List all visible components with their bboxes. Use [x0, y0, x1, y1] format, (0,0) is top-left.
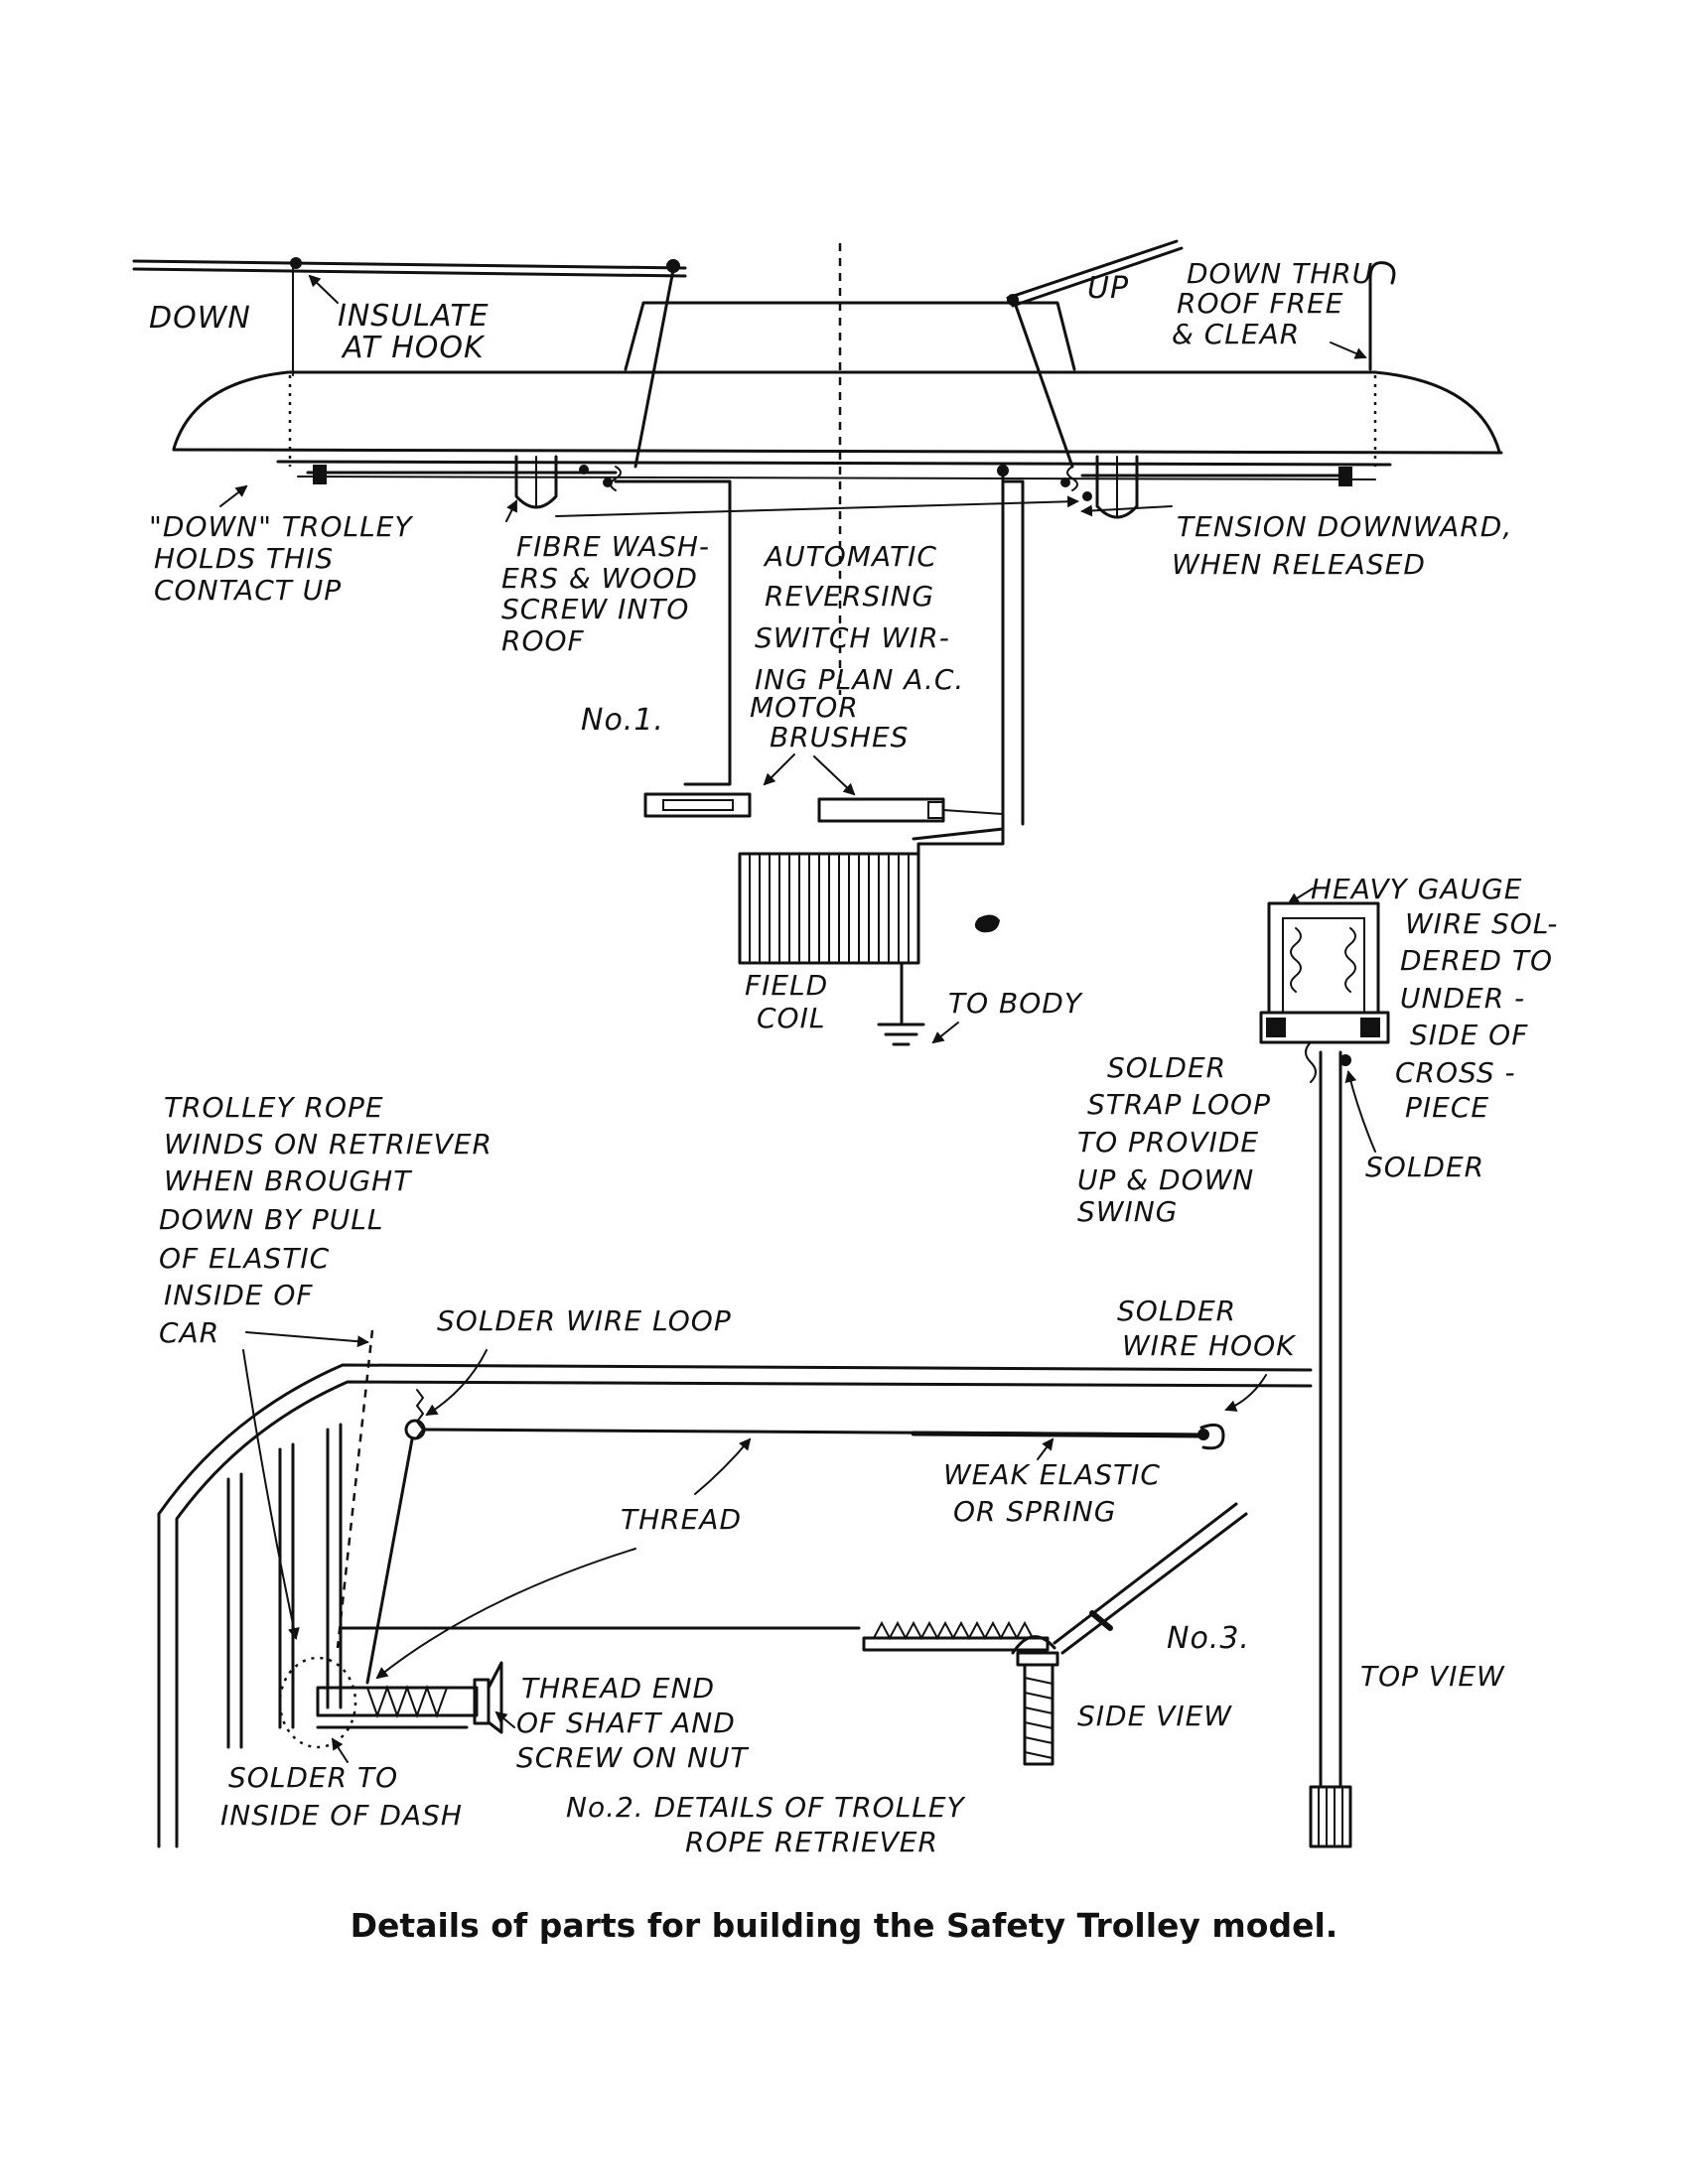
label-field-coil-1: FIELD	[745, 969, 828, 1002]
label-automatic-3: SWITCH WIR-	[755, 621, 950, 654]
figure-3-trolley-pole: HEAVY GAUGE WIRE SOL- DERED TO UNDER - S…	[862, 873, 1558, 1848]
label-down-thru-2: ROOF FREE	[1177, 287, 1343, 320]
label-fibre-1: FIBRE WASH-	[516, 530, 710, 563]
label-thread-end-2: OF SHAFT AND	[516, 1706, 736, 1739]
label-top-view: TOP VIEW	[1360, 1660, 1505, 1693]
label-trolley-rope-7: CAR	[159, 1316, 219, 1349]
label-solder-strap-3: TO PROVIDE	[1077, 1126, 1259, 1159]
label-heavy-gauge-5: SIDE OF	[1410, 1019, 1528, 1051]
label-weak-elastic-2: OR SPRING	[953, 1495, 1116, 1528]
label-fibre-4: ROOF	[501, 624, 585, 657]
label-side-view: SIDE VIEW	[1077, 1700, 1232, 1732]
label-down-trolley-1: "DOWN" TROLLEY	[149, 510, 413, 543]
label-fibre-2: ERS & WOOD	[501, 562, 698, 595]
label-down-trolley-3: CONTACT UP	[154, 574, 342, 607]
label-trolley-rope-5: OF ELASTIC	[159, 1242, 330, 1275]
figure-3-number: No.3.	[1167, 1621, 1250, 1656]
figure-1-number: No.1.	[581, 703, 664, 738]
label-heavy-gauge-4: UNDER -	[1400, 982, 1525, 1015]
label-trolley-rope-3: WHEN BROUGHT	[164, 1164, 412, 1197]
figure-2-rope-retriever: TROLLEY ROPE WINDS ON RETRIEVER WHEN BRO…	[157, 1091, 1313, 1858]
label-trolley-rope-2: WINDS ON RETRIEVER	[164, 1128, 492, 1160]
label-trolley-rope-1: TROLLEY ROPE	[164, 1091, 384, 1124]
label-solder-strap-5: SWING	[1077, 1195, 1178, 1228]
label-to-body: TO BODY	[948, 987, 1083, 1020]
label-down: DOWN	[149, 301, 251, 336]
label-thread-end-1: THREAD END	[521, 1672, 715, 1705]
label-fibre-3: SCREW INTO	[501, 593, 689, 625]
label-thread-end-3: SCREW ON NUT	[516, 1741, 749, 1774]
label-field-coil-2: COIL	[757, 1002, 825, 1034]
label-tension-1: TENSION DOWNWARD,	[1177, 510, 1512, 543]
label-solder-to-inside-2: INSIDE OF DASH	[220, 1799, 463, 1832]
label-insulate-2: AT HOOK	[341, 331, 486, 365]
label-up: UP	[1087, 271, 1129, 306]
label-down-trolley-2: HOLDS THIS	[154, 542, 334, 575]
label-heavy-gauge-7: PIECE	[1405, 1091, 1489, 1124]
label-automatic-1: AUTOMATIC	[763, 540, 937, 573]
label-thread: THREAD	[621, 1503, 742, 1536]
label-solder-strap-1: SOLDER	[1107, 1051, 1226, 1084]
label-solder: SOLDER	[1365, 1151, 1484, 1183]
label-heavy-gauge-6: CROSS -	[1395, 1056, 1516, 1089]
label-heavy-gauge-1: HEAVY GAUGE	[1311, 873, 1522, 905]
label-solder-to-inside-1: SOLDER TO	[228, 1761, 398, 1794]
label-weak-elastic-1: WEAK ELASTIC	[943, 1458, 1161, 1491]
label-trolley-rope-6: INSIDE OF	[164, 1279, 314, 1311]
label-motor-brushes-2: BRUSHES	[770, 721, 909, 753]
label-heavy-gauge-2: WIRE SOL-	[1405, 907, 1558, 940]
figure-1-reversing-switch: DOWN INSULATE AT HOOK UP DOWN THRU ROOF …	[132, 239, 1512, 1046]
label-tension-2: WHEN RELEASED	[1172, 548, 1426, 581]
figure-2-caption-2: ROPE RETRIEVER	[685, 1826, 938, 1858]
label-down-thru-1: DOWN THRU	[1187, 257, 1373, 290]
label-solder-wire-hook-2: WIRE HOOK	[1122, 1329, 1297, 1362]
figure-caption: Details of parts for building the Safety…	[350, 1906, 1338, 1945]
figure-2-caption-1: No.2. DETAILS OF TROLLEY	[566, 1791, 966, 1824]
label-trolley-rope-4: DOWN BY PULL	[159, 1203, 383, 1236]
label-solder-wire-loop: SOLDER WIRE LOOP	[437, 1304, 732, 1337]
label-automatic-4: ING PLAN A.C.	[755, 663, 964, 696]
label-automatic-2: REVERSING	[765, 580, 934, 613]
label-heavy-gauge-3: DERED TO	[1400, 944, 1553, 977]
label-solder-strap-4: UP & DOWN	[1077, 1163, 1254, 1196]
label-solder-strap-2: STRAP LOOP	[1087, 1088, 1271, 1121]
label-solder-wire-hook-1: SOLDER	[1117, 1295, 1236, 1327]
label-down-thru-3: & CLEAR	[1172, 318, 1300, 350]
label-insulate-1: INSULATE	[338, 299, 490, 334]
label-motor-brushes-1: MOTOR	[750, 691, 859, 724]
